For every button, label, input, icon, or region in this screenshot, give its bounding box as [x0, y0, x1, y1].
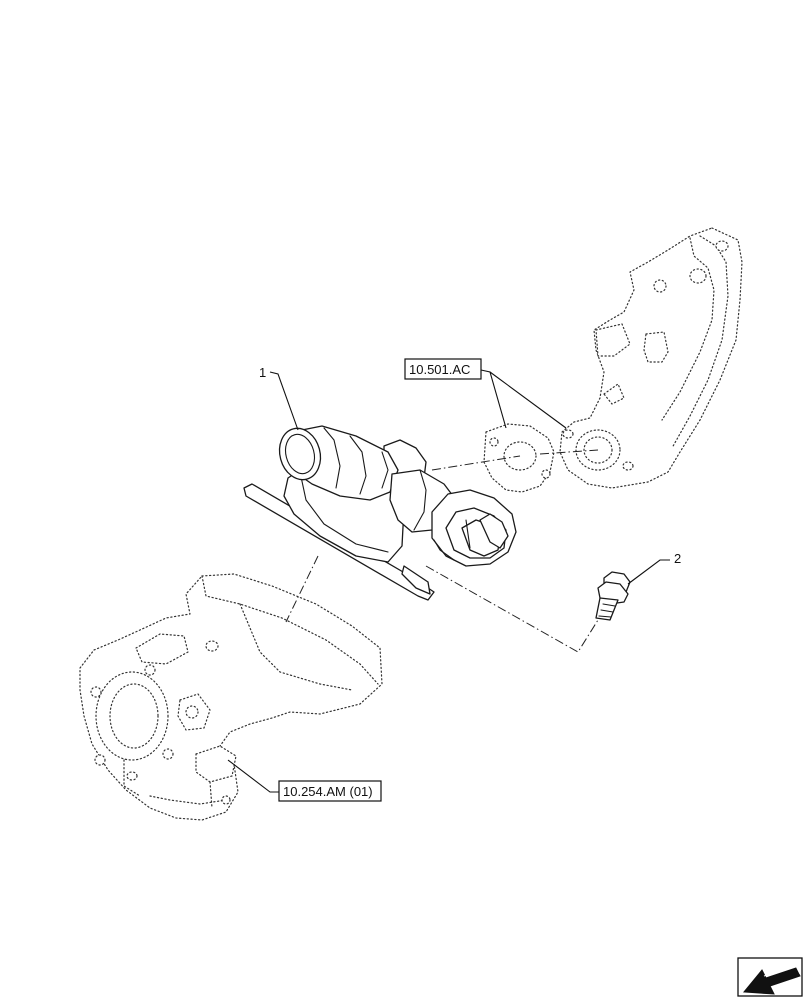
reference-label-top[interactable]: 10.501.AC	[409, 362, 470, 377]
previous-page-arrow-icon[interactable]	[737, 957, 803, 997]
gasket-upper	[483, 423, 555, 493]
callout-item-2: 2	[627, 551, 681, 585]
valve-assembly-item-1	[243, 425, 517, 601]
callout-label-2: 2	[674, 551, 681, 566]
turbocharger-housing-lower	[79, 573, 383, 821]
reference-box-bottom[interactable]	[278, 780, 382, 802]
callout-label-1: 1	[259, 365, 266, 380]
reference-10-254-am[interactable]: 10.254.AM (01)	[227, 759, 382, 802]
bolt-item-2	[595, 571, 631, 621]
alignment-lines	[285, 449, 599, 653]
reference-label-bottom[interactable]: 10.254.AM (01)	[283, 784, 373, 799]
reference-box-top[interactable]	[404, 358, 482, 380]
reference-10-501-ac[interactable]: 10.501.AC	[404, 358, 567, 429]
exhaust-manifold-upper	[559, 227, 743, 489]
callout-item-1: 1	[259, 365, 299, 431]
